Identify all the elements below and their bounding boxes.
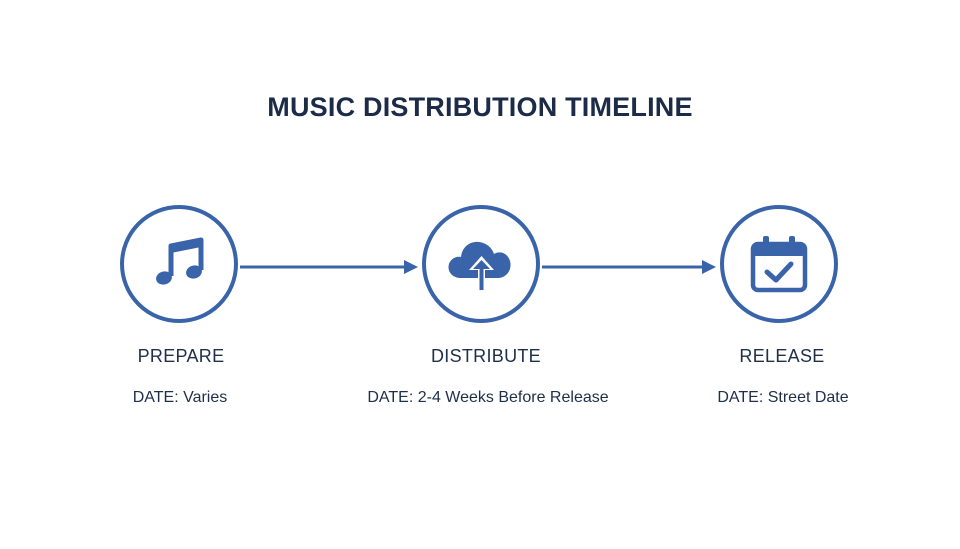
music-note-icon (156, 237, 204, 285)
arrow-prepare-to-distribute (240, 260, 418, 274)
step-release-label: RELEASE (739, 346, 825, 366)
step-release-circle (720, 205, 838, 323)
step-release-date: DATE: Street Date (717, 389, 849, 406)
step-distribute-label: DISTRIBUTE (430, 346, 541, 366)
calendar-check-icon (750, 236, 808, 293)
cloud-upload-icon (448, 241, 511, 290)
step-distribute-circle (422, 205, 540, 323)
step-prepare-date: DATE: Varies (132, 389, 228, 406)
step-distribute-date: DATE: 2-4 Weeks Before Release (367, 389, 609, 406)
arrow-distribute-to-release (542, 260, 716, 274)
step-prepare-label: PREPARE (137, 346, 225, 366)
page-title: MUSIC DISTRIBUTION TIMELINE (267, 92, 693, 122)
step-prepare-circle (120, 205, 238, 323)
